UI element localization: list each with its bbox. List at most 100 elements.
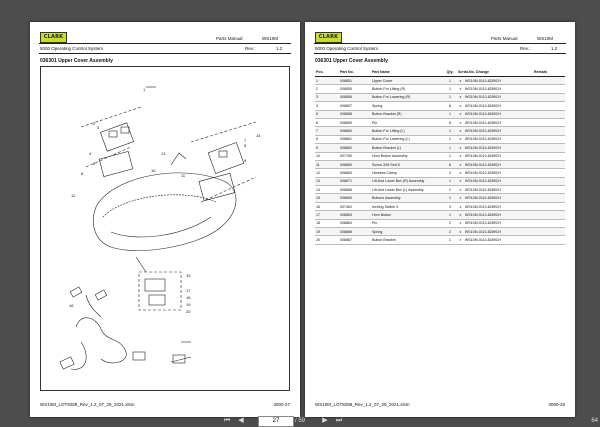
callout-8: 8: [244, 143, 247, 148]
cell-pos: 2: [315, 84, 339, 94]
cell-serial-mark: x: [457, 185, 464, 195]
cell-qty: 1: [443, 185, 457, 195]
model-label: WS10M: [262, 36, 279, 41]
cell-serial-mark: x: [457, 202, 464, 212]
cell-remark: [533, 118, 565, 128]
cell-serial-no: WS10M-0110-8289CH: [463, 76, 533, 86]
col-qty: Qty.: [443, 68, 457, 77]
cell-serial-no: WS10M-0110-8289CH: [463, 160, 533, 170]
cell-qty: 2: [443, 219, 457, 229]
cell-remark: [533, 101, 565, 111]
cell-part-name: Lift And Lower Box (L) Assembly: [371, 185, 443, 195]
cell-qty: 3: [443, 168, 457, 178]
cell-serial-mark: x: [457, 101, 464, 111]
next-page-icon[interactable]: ▶: [322, 417, 328, 424]
col-part-name: Part Name: [371, 68, 443, 77]
footer-filename: WS10M_LOT8289_Rev_1.2_07_29_2021.xlsm: [315, 402, 410, 407]
cell-part-no: 008857: [339, 101, 371, 111]
callout-3: 3: [97, 125, 100, 130]
cell-serial-no: WS10M-0110-8289CH: [463, 101, 533, 111]
exploded-view-drawing: 1 2 3 4 5 6 7 8 9 10 11 12 13 14 15 16 1…: [59, 86, 261, 370]
cell-remark: [533, 185, 565, 195]
cell-pos: 11: [315, 160, 339, 170]
previous-page-icon[interactable]: ◀: [238, 417, 244, 424]
cell-serial-mark: x: [457, 227, 464, 237]
cell-pos: 6: [315, 118, 339, 128]
last-page-icon[interactable]: ⏭: [335, 417, 343, 424]
page-3000-27: CLARK Parts Manual WS10M 5000 Operating …: [30, 22, 300, 417]
callout-18: 18: [186, 295, 191, 300]
cell-serial-mark: x: [457, 177, 464, 187]
callout-20: 20: [186, 309, 191, 314]
cell-pos: 10: [315, 152, 339, 161]
cell-part-no: 008869: [339, 160, 371, 170]
cell-serial-mark: x: [457, 135, 464, 145]
cell-remark: [533, 160, 565, 170]
manual-label: Parts Manual: [491, 36, 518, 41]
cell-qty: 1: [443, 93, 457, 103]
page-3000-28: CLARK Parts Manual WS10M 5000 Operating …: [305, 22, 575, 417]
cell-part-no: 007462: [339, 202, 371, 212]
cell-serial-no: WS10M-0110-8289CH: [463, 93, 533, 103]
cell-part-no: 008863: [339, 210, 371, 220]
first-page-icon[interactable]: ⏮: [223, 417, 231, 424]
cell-part-no: 007760: [339, 152, 371, 161]
col-remark: Remark: [533, 68, 565, 77]
cell-serial-no: WS10M-0110-8289CH: [463, 227, 533, 237]
callout-9: 9: [244, 158, 247, 163]
cell-part-no: 008866: [339, 227, 371, 237]
cell-part-name: Lift And Lower Box (R) Assembly: [371, 177, 443, 187]
cell-qty: 1: [443, 84, 457, 94]
cell-qty: 8: [443, 101, 457, 111]
col-serial-change: Serial-No. Change: [457, 68, 533, 77]
cell-serial-no: WS10M-0110-8289CH: [463, 84, 533, 94]
callout-17: 17: [186, 288, 191, 293]
cell-part-no: 008866: [339, 185, 371, 195]
cell-part-no: 008856: [339, 93, 371, 103]
cell-remark: [533, 210, 565, 220]
cell-serial-no: WS10M-0110-8289CH: [463, 168, 533, 178]
cell-pos: 16: [315, 202, 339, 212]
cell-qty: 2: [443, 227, 457, 237]
cell-serial-no: WS10M-0110-8289CH: [463, 177, 533, 187]
cell-part-no: 008863: [339, 168, 371, 178]
cell-serial-no: WS10M-0110-8289CH: [463, 185, 533, 195]
cell-serial-no: WS10M-0110-8289CH: [463, 202, 533, 212]
cell-part-name: Button For Lowering (L): [371, 135, 443, 145]
cell-part-name: Button Bracket (R): [371, 110, 443, 119]
cell-remark: [533, 168, 565, 178]
page-number-input[interactable]: 27: [258, 416, 294, 427]
cell-part-no: 008860: [339, 126, 371, 136]
cell-pos: 17: [315, 210, 339, 220]
zoom-level[interactable]: 64: [591, 418, 598, 424]
rev-value: 1.2: [276, 46, 283, 51]
cell-serial-no: WS10M-0110-8289CH: [463, 193, 533, 203]
callout-5: 5: [93, 161, 96, 166]
cell-pos: 1: [315, 76, 339, 86]
cell-qty: 1: [443, 152, 457, 161]
cell-pos: 13: [315, 177, 339, 187]
system-label: 5000 Operating Control System: [40, 46, 104, 51]
cell-part-name: Spring: [371, 227, 443, 237]
cell-qty: 1: [443, 193, 457, 203]
cell-pos: 9: [315, 143, 339, 153]
cell-serial-mark: x: [457, 84, 464, 94]
cell-pos: 4: [315, 101, 339, 111]
footer-filename: WS10M_LOT8289_Rev_1.2_07_29_2021.xlsm: [40, 402, 135, 407]
footer-page-number: 3000-27: [273, 402, 290, 407]
cell-serial-mark: x: [457, 219, 464, 229]
cell-serial-mark: x: [457, 110, 464, 119]
callout-13: 13: [161, 151, 166, 156]
clark-logo: CLARK: [40, 32, 67, 43]
cell-part-no: 008858: [339, 110, 371, 119]
